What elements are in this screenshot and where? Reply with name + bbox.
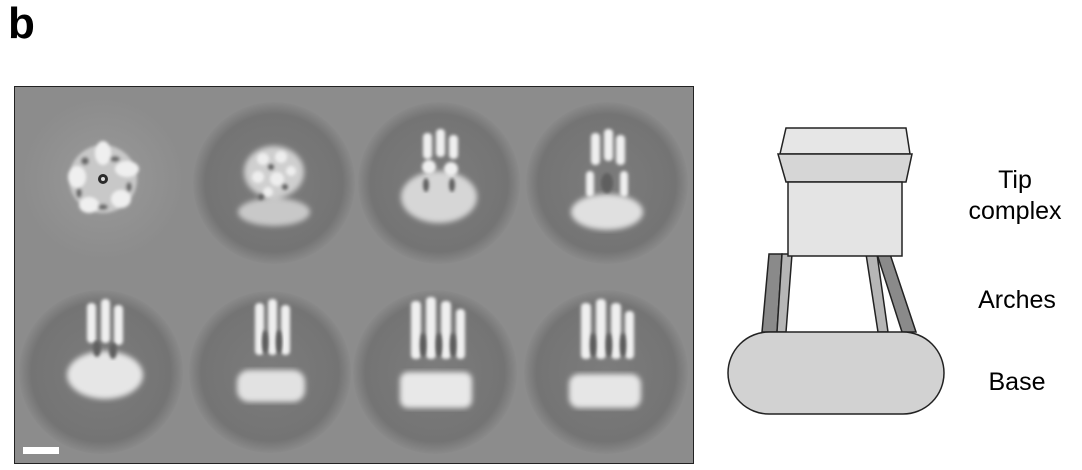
class-average-1 bbox=[21, 97, 185, 261]
arches-shape bbox=[762, 254, 916, 332]
class-average-5 bbox=[19, 290, 183, 454]
class-average-6 bbox=[189, 291, 351, 453]
class-average-7 bbox=[353, 290, 517, 454]
tip-complex-shape bbox=[778, 128, 912, 256]
class-average-2 bbox=[193, 102, 355, 264]
label-arches: Arches bbox=[962, 285, 1072, 316]
label-tip-line1: Tip bbox=[955, 165, 1075, 196]
base-shape bbox=[728, 332, 944, 414]
class-average-3 bbox=[358, 102, 520, 264]
panel-label: b bbox=[8, 2, 35, 46]
label-base: Base bbox=[972, 367, 1062, 398]
scale-bar bbox=[23, 447, 59, 454]
class-average-8 bbox=[524, 290, 688, 454]
label-tip-line2: complex bbox=[955, 196, 1075, 227]
label-tip-complex: Tip complex bbox=[955, 165, 1075, 228]
structure-schematic bbox=[720, 120, 960, 420]
class-averages-panel bbox=[14, 86, 694, 464]
class-average-4 bbox=[526, 102, 688, 264]
